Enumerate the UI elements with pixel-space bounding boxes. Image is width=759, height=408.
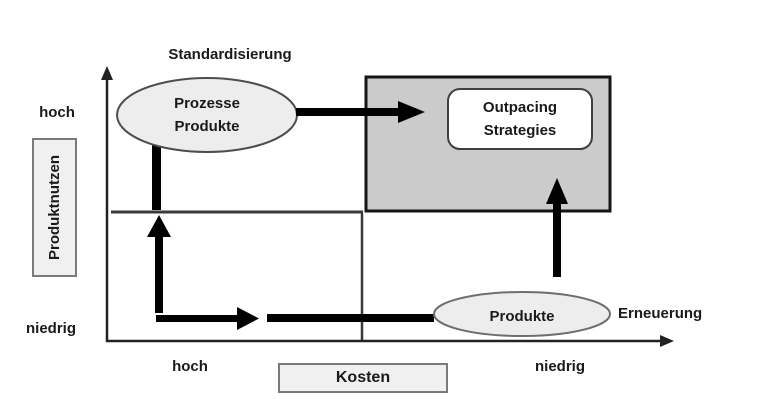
right-arrow-bottom-shaft (156, 315, 238, 322)
outpacing-line: Outpacing (482, 99, 558, 116)
up-arrow-left-head-icon (147, 215, 171, 237)
y-axis-arrowhead-icon (101, 66, 113, 80)
up-arrow-right-shaft (553, 202, 561, 277)
y-axis-title: Produktnutzen (46, 155, 63, 260)
x-axis-title: Kosten (335, 369, 391, 386)
y-axis-high-label: hoch (39, 104, 75, 121)
produkte-node-text: Produkte (489, 308, 555, 325)
up-arrow-right-head-icon (546, 178, 568, 204)
x-axis-title-box: Kosten (278, 363, 448, 393)
arrow-ellipse-to-box-shaft (296, 108, 399, 116)
right-arrow-bottom-head-icon (237, 307, 259, 330)
connector-ellipse-to-divider (152, 145, 161, 210)
prozesse-line: Prozesse (174, 95, 240, 112)
standardisierung-label: Standardisierung (168, 46, 292, 63)
outpacing-strategies-box (447, 88, 593, 150)
y-axis-low-label: niedrig (25, 320, 76, 337)
strategies-line: Strategies (483, 122, 557, 139)
produkte-line: Produkte (174, 118, 240, 135)
outpacing-strategies-text: Outpacing Strategies (448, 96, 592, 142)
arrow-ellipse-to-box-head-icon (398, 101, 425, 123)
y-axis-title-box: Produktnutzen (32, 138, 77, 277)
prozesse-produkte-text: Prozesse Produkte (117, 92, 297, 138)
x-axis-arrowhead-icon (660, 335, 674, 347)
connector-to-produkte-ellipse (267, 314, 434, 322)
x-axis-high-label: hoch (172, 358, 208, 375)
up-arrow-left-shaft (155, 235, 163, 313)
x-axis-low-label: niedrig (534, 358, 585, 375)
produkte-ellipse (433, 291, 611, 337)
erneuerung-label: Erneuerung (618, 305, 703, 322)
